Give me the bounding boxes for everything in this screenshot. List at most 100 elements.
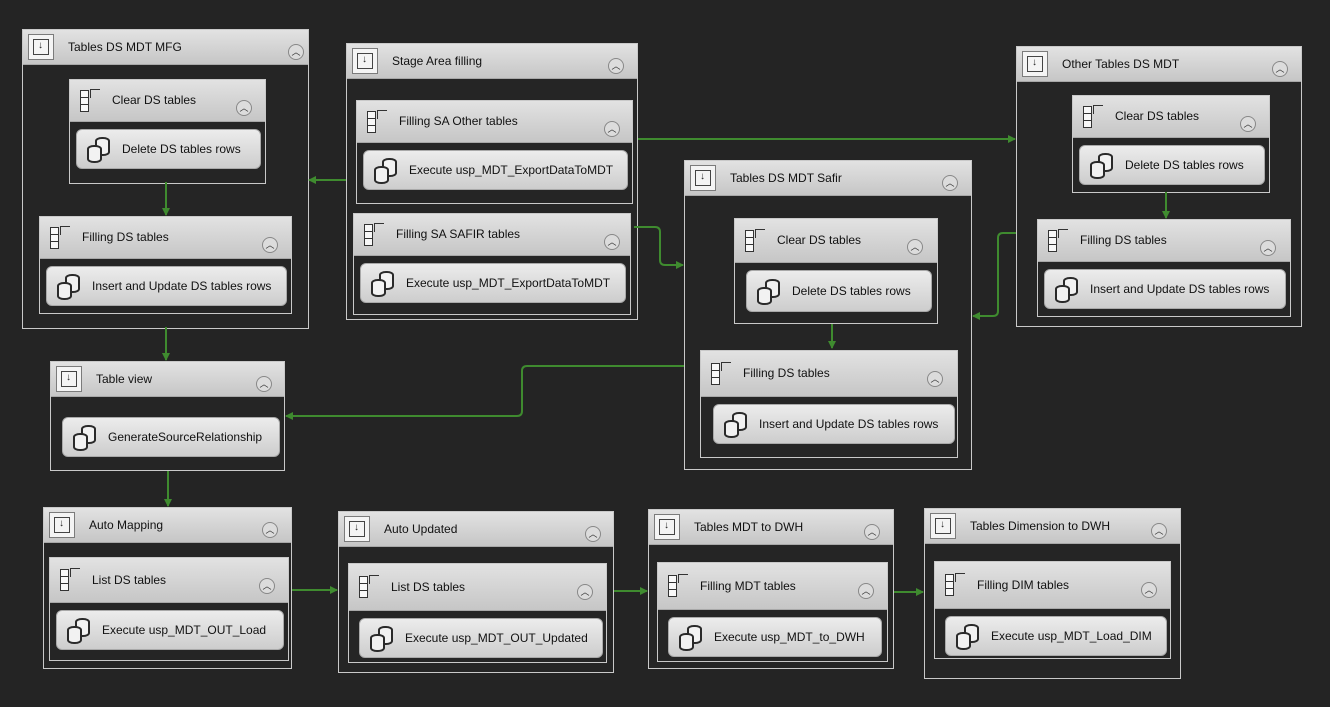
task-label: Execute usp_MDT_OUT_Updated <box>405 631 588 645</box>
stage-area-container[interactable]: Stage Area filling︿Filling SA Other tabl… <box>346 43 638 320</box>
auto-mapping-container[interactable]: Auto Mapping︿List DS tables︿Execute usp_… <box>43 507 292 669</box>
auto-mapping-list-execute-sql-task[interactable]: Execute usp_MDT_OUT_Load <box>56 610 284 650</box>
collapse-chevron-icon[interactable]: ︿ <box>259 578 275 594</box>
execute-sql-task-icon <box>85 136 115 164</box>
container-title: Filling SA Other tables <box>399 114 518 128</box>
collapse-chevron-icon[interactable]: ︿ <box>608 58 624 74</box>
tables-ds-mdt-mfg-filling-execute-sql-task[interactable]: Insert and Update DS tables rows <box>46 266 287 306</box>
tables-ds-mdt-mfg-container[interactable]: Tables DS MDT MFG︿Clear DS tables︿Delete… <box>22 29 309 329</box>
other-tables-ds-mdt-filling-container[interactable]: Filling DS tables ︿ Insert and Update DS t… <box>1037 219 1291 317</box>
tables-ds-mdt-mfg-clear-execute-sql-task[interactable]: Delete DS tables rows <box>76 129 261 169</box>
collapse-chevron-icon[interactable]: ︿ <box>1141 582 1157 598</box>
collapse-chevron-icon[interactable]: ︿ <box>864 524 880 540</box>
tables-ds-mdt-safir-clear-container[interactable]: Clear DS tables ︿ Delete DS tables rows <box>734 218 938 324</box>
tables-mdt-to-dwh-filling-header: Filling MDT tables︿ <box>658 563 887 610</box>
collapse-chevron-icon[interactable]: ︿ <box>858 583 874 599</box>
task-label: Execute usp_MDT_OUT_Load <box>102 623 267 637</box>
tables-ds-mdt-mfg-clear-header: Clear DS tables︿ <box>70 80 265 122</box>
execute-sql-task-icon <box>954 623 984 651</box>
tables-ds-mdt-safir-container[interactable]: Tables DS MDT Safir︿Clear DS tables︿Dele… <box>684 160 972 470</box>
tables-ds-mdt-safir-clear-header: Clear DS tables ︿ <box>735 219 937 263</box>
execute-sql-task-icon <box>369 270 399 298</box>
constraint-other-to-safir[interactable] <box>972 232 1016 320</box>
execute-sql-task-icon <box>55 273 85 301</box>
container-title: Filling DS tables <box>82 230 169 244</box>
execute-sql-task-icon <box>65 617 95 645</box>
sequence-container-icon <box>344 516 370 542</box>
collapse-chevron-icon[interactable]: ︿ <box>236 100 252 116</box>
tables-mdt-to-dwh-filling-container[interactable]: Filling MDT tables︿ Execute usp_MDT_to_DW… <box>657 562 888 662</box>
stage-area-other-container[interactable]: Filling SA Other tables ︿ Execute usp_MDT_… <box>356 100 633 204</box>
stage-area-other-header: Filling SA Other tables ︿ <box>357 101 632 143</box>
collapse-chevron-icon[interactable]: ︿ <box>604 234 620 250</box>
other-tables-ds-mdt-clear-container[interactable]: Clear DS tables ︿ Delete DS tables rows <box>1072 95 1270 193</box>
table-view-container[interactable]: Table view ︿ GenerateSourceRelationship <box>50 361 285 471</box>
auto-updated-container[interactable]: Auto Updated︿List DS tables︿Execute usp_… <box>338 511 614 673</box>
container-title: Table view <box>96 372 153 386</box>
task-label: GenerateSourceRelationship <box>108 430 263 444</box>
task-label: Execute usp_MDT_to_DWH <box>714 630 865 644</box>
tables-ds-mdt-safir-clear-execute-sql-task[interactable]: Delete DS tables rows <box>746 270 932 312</box>
tables-ds-mdt-safir-filling-container[interactable]: Filling DS tables︿Insert and Update DS t… <box>700 350 958 458</box>
sequence-icon <box>365 110 387 134</box>
collapse-chevron-icon[interactable]: ︿ <box>262 237 278 253</box>
auto-updated-list-container[interactable]: List DS tables ︿ Execute usp_MDT_OUT_Updat… <box>348 563 607 663</box>
collapse-chevron-icon[interactable]: ︿ <box>262 522 278 538</box>
tables-mdt-to-dwh-container[interactable]: Tables MDT to DWH︿Filling MDT tables︿Exe… <box>648 509 894 669</box>
table-view-execute-sql-task[interactable]: GenerateSourceRelationship <box>62 417 280 457</box>
sequence-icon <box>78 89 100 113</box>
collapse-chevron-icon[interactable]: ︿ <box>288 44 304 60</box>
collapse-chevron-icon[interactable]: ︿ <box>585 526 601 542</box>
other-tables-ds-mdt-container[interactable]: Other Tables DS MDT ︿ Clear DS tables ︿ Dele… <box>1016 46 1302 327</box>
container-title: Other Tables DS MDT <box>1062 57 1180 71</box>
stage-area-safir-container[interactable]: Filling SA SAFIR tables︿ Execute usp_MDT_… <box>353 213 631 315</box>
collapse-chevron-icon[interactable]: ︿ <box>1151 523 1167 539</box>
container-title: Filling DS tables <box>1080 233 1167 247</box>
tables-ds-mdt-mfg-filling-container[interactable]: Filling DS tables ︿ Insert and Update DS t… <box>39 216 292 314</box>
constraint-safir-to-table-view[interactable] <box>285 365 684 420</box>
container-title: Clear DS tables <box>1115 109 1200 123</box>
stage-area-header: Stage Area filling ︿ <box>347 44 637 79</box>
execute-sql-task-icon <box>1088 152 1118 180</box>
auto-mapping-list-container[interactable]: List DS tables︿ Execute usp_MDT_OUT_Load <box>49 557 289 661</box>
task-label: Execute usp_MDT_ExportDataToMDT <box>409 163 614 177</box>
container-title: List DS tables <box>391 580 466 594</box>
tables-mdt-to-dwh-filling-execute-sql-task[interactable]: Execute usp_MDT_to_DWH <box>668 617 882 657</box>
other-tables-ds-mdt-clear-execute-sql-task[interactable]: Delete DS tables rows <box>1079 145 1265 185</box>
task-label: Execute usp_MDT_ExportDataToMDT <box>406 276 611 290</box>
tables-dimension-to-dwh-filling-execute-sql-task[interactable]: Execute usp_MDT_Load_DIM <box>945 616 1167 656</box>
collapse-chevron-icon[interactable]: ︿ <box>1240 116 1256 132</box>
container-title: Stage Area filling <box>392 54 483 68</box>
collapse-chevron-icon[interactable]: ︿ <box>907 239 923 255</box>
sequence-icon <box>1081 105 1103 129</box>
collapse-chevron-icon[interactable]: ︿ <box>942 175 958 191</box>
tables-ds-mdt-mfg-header: Tables DS MDT MFG ︿ <box>23 30 308 65</box>
collapse-chevron-icon[interactable]: ︿ <box>577 584 593 600</box>
collapse-chevron-icon[interactable]: ︿ <box>256 376 272 392</box>
tables-ds-mdt-safir-filling-execute-sql-task[interactable]: Insert and Update DS tables rows <box>713 404 955 444</box>
tables-dimension-to-dwh-container[interactable]: Tables Dimension to DWH︿Filling DIM tabl… <box>924 508 1181 679</box>
sequence-container-icon <box>56 366 82 392</box>
tables-dimension-to-dwh-filling-container[interactable]: Filling DIM tables ︿ Execute usp_MDT_Load_… <box>934 561 1171 659</box>
other-tables-ds-mdt-filling-execute-sql-task[interactable]: Insert and Update DS tables rows <box>1044 269 1286 309</box>
sequence-icon <box>666 574 688 598</box>
sequence-container-icon <box>690 165 716 191</box>
collapse-chevron-icon[interactable]: ︿ <box>604 121 620 137</box>
container-title: Tables Dimension to DWH <box>970 519 1111 533</box>
collapse-chevron-icon[interactable]: ︿ <box>927 371 943 387</box>
tables-ds-mdt-mfg-clear-container[interactable]: Clear DS tables︿ Delete DS tables rows <box>69 79 266 184</box>
task-label: Delete DS tables rows <box>1125 158 1244 172</box>
stage-area-other-execute-sql-task[interactable]: Execute usp_MDT_ExportDataToMDT <box>363 150 628 190</box>
container-title: Filling DIM tables <box>977 578 1070 592</box>
auto-updated-list-execute-sql-task[interactable]: Execute usp_MDT_OUT_Updated <box>359 618 603 658</box>
constraint-stage-to-safir[interactable] <box>634 226 684 269</box>
auto-mapping-list-header: List DS tables︿ <box>50 558 288 603</box>
stage-area-safir-header: Filling SA SAFIR tables︿ <box>354 214 630 256</box>
container-title: Clear DS tables <box>777 233 862 247</box>
collapse-chevron-icon[interactable]: ︿ <box>1260 240 1276 256</box>
stage-area-safir-execute-sql-task[interactable]: Execute usp_MDT_ExportDataToMDT <box>360 263 626 303</box>
container-title: Tables DS MDT MFG <box>68 40 182 54</box>
sequence-icon <box>943 573 965 597</box>
collapse-chevron-icon[interactable]: ︿ <box>1272 61 1288 77</box>
